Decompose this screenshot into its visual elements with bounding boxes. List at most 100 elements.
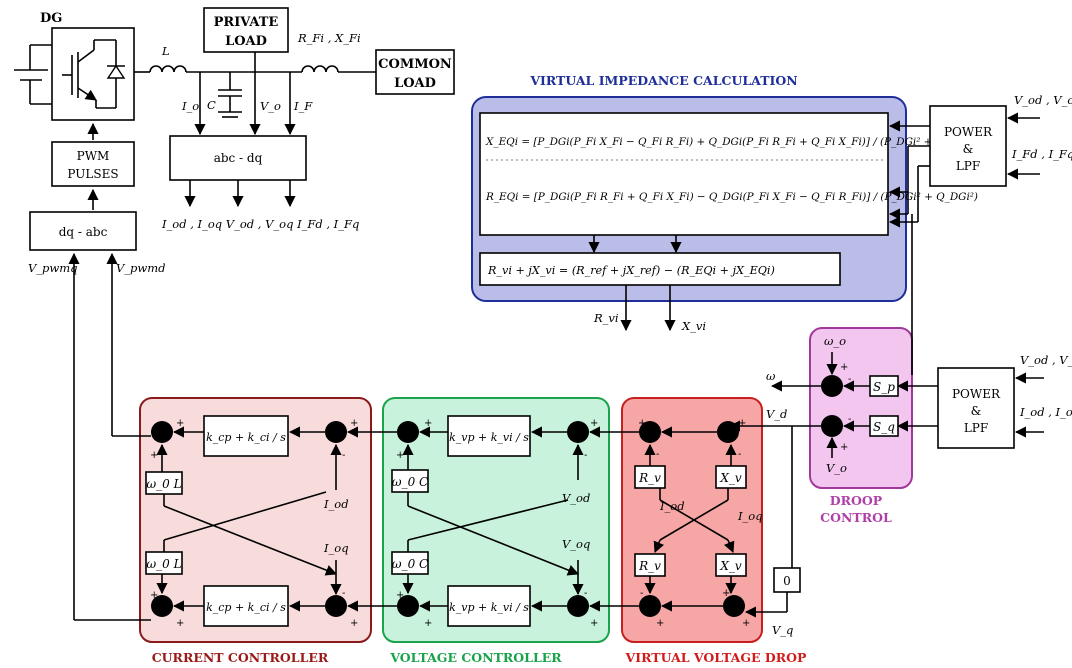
cc-pi-block-q <box>203 585 289 627</box>
rv-top-label: R_v <box>638 471 661 485</box>
cc-ioq-label: I_oq <box>323 541 349 555</box>
svg-text:+: + <box>350 418 358 429</box>
svg-text:-: - <box>848 414 851 425</box>
abc-dq-block <box>169 135 307 181</box>
svg-text:-: - <box>342 588 345 599</box>
sp-label: S_p <box>873 380 895 394</box>
svg-text:+: + <box>638 418 646 429</box>
zero-label: 0 <box>783 574 791 588</box>
vc-w0c-bottom-label: ω_0 C <box>392 557 428 571</box>
svg-text:-: - <box>738 449 741 460</box>
svg-text:-: - <box>640 588 643 599</box>
req-equation: R_EQi = [P_DGi(P_Fi R_Fi + Q_Fi X_Fi) − … <box>485 191 978 203</box>
io-label: I_o <box>181 99 199 113</box>
power-lpf-top-line2: & <box>963 142 974 156</box>
vc-w0c-top-label: ω_0 C <box>392 475 428 489</box>
svg-text:+: + <box>350 618 358 629</box>
vc-vod-label: V_od <box>562 491 590 505</box>
measurement-outputs: I_od , I_oq V_od , V_oq I_Fd , I_Fq <box>161 217 359 231</box>
abc-dq-label: abc - dq <box>214 151 263 165</box>
vvd-ioq-label: I_oq <box>737 509 763 523</box>
virtual-impedance-title: VIRTUAL IMPEDANCE CALCULATION <box>529 73 797 88</box>
svg-text:+: + <box>396 590 404 601</box>
dq-abc-label: dq - abc <box>59 225 108 239</box>
svg-text:+: + <box>150 590 158 601</box>
rv-equation: R_vi + jX_vi = (R_ref + jX_ref) − (R_EQi… <box>487 264 775 277</box>
cc-sum-d-right <box>325 421 347 443</box>
xv-top-label: X_v <box>719 471 742 485</box>
svg-text:+: + <box>424 618 432 629</box>
common-load-line2: LOAD <box>394 76 436 91</box>
capacitor-c-icon <box>218 89 242 118</box>
vc-pi-label-q: k_vp + k_vi / s <box>449 601 529 614</box>
vc-voq-label: V_oq <box>562 537 590 551</box>
rfxf-label: R_Fi , X_Fi <box>297 31 361 45</box>
power-lpf-top-line1: POWER <box>944 125 993 139</box>
common-load-box <box>375 49 455 95</box>
cc-iod-label: I_od <box>323 497 349 511</box>
vo-label: V_o <box>260 99 281 113</box>
cc-sum-d-left <box>151 421 173 443</box>
vc-sum-d-left <box>397 421 419 443</box>
power-top-input-i: I_Fd , I_Fq <box>1011 147 1072 161</box>
xeq-equation: X_EQi = [P_DGi(P_Fi X_Fi − Q_Fi R_Fi) + … <box>485 136 978 148</box>
inductor-l-icon <box>149 65 187 73</box>
omega-o-label: ω_o <box>824 334 846 348</box>
vc-pi-block-d <box>447 415 531 457</box>
vq-label: V_q <box>772 623 793 637</box>
cc-pi-label-q: k_cp + k_ci / s <box>206 601 286 614</box>
rv-output-label: R_vi <box>593 311 619 325</box>
vpwmd-label: V_pwmd <box>116 261 166 275</box>
dq-abc-block <box>29 211 137 251</box>
rv-bottom-label: R_v <box>638 559 661 573</box>
line-impedance-icon <box>301 65 339 73</box>
inverter-icon <box>51 27 135 121</box>
power-lpf-bottom-line1: POWER <box>952 387 1001 401</box>
omega-output-label: ω <box>766 369 776 383</box>
droop-sum-voltage <box>821 415 843 437</box>
power-top-input-v: V_od , V_oq <box>1014 93 1072 107</box>
svg-text:-: - <box>342 450 345 461</box>
svg-text:+: + <box>656 618 664 629</box>
vd-label: V_d <box>766 407 787 421</box>
svg-text:+: + <box>176 618 184 629</box>
cc-pi-label-d: k_cp + k_ci / s <box>206 431 286 444</box>
dg-label: DG <box>40 11 62 26</box>
private-load-box <box>203 7 289 53</box>
svg-text:-: - <box>584 450 587 461</box>
current-controller-title: CURRENT CONTROLLER <box>152 650 329 665</box>
svg-text:-: - <box>656 449 659 460</box>
inductor-l-label: L <box>161 44 170 58</box>
cc-w0l-bottom-label: ω_0 L <box>146 557 181 571</box>
svg-text:+: + <box>150 450 158 461</box>
svg-text:+: + <box>424 418 432 429</box>
virtual-voltage-drop-region <box>621 397 763 643</box>
svg-text:+: + <box>176 418 184 429</box>
svg-text:+: + <box>590 618 598 629</box>
virtual-voltage-drop-title: VIRTUAL VOLTAGE DROP <box>625 650 807 665</box>
voltage-controller-title: VOLTAGE CONTROLLER <box>389 650 562 665</box>
dc-source-icon <box>14 44 52 105</box>
vvd-sum-d-right <box>717 421 739 443</box>
vc-pi-label-d: k_vp + k_vi / s <box>449 431 529 444</box>
if-label: I_F <box>293 99 313 113</box>
virtual-impedance-box <box>479 252 841 286</box>
svg-text:-: - <box>848 374 851 385</box>
vpwmq-label: V_pwmq <box>28 261 78 275</box>
power-bottom-input-v: V_od , V_oq <box>1020 353 1072 367</box>
pwm-pulses-block <box>51 141 135 187</box>
svg-text:+: + <box>840 442 848 453</box>
power-lpf-top-line3: LPF <box>956 159 980 173</box>
voltage-controller-region <box>382 397 610 643</box>
svg-text:+: + <box>590 418 598 429</box>
svg-text:+: + <box>738 418 746 429</box>
power-lpf-bottom-line3: LPF <box>964 421 988 435</box>
svg-text:+: + <box>722 588 730 599</box>
svg-text:-: - <box>584 588 587 599</box>
xv-bottom-label: X_v <box>719 559 742 573</box>
private-load-line1: PRIVATE <box>214 15 279 30</box>
vvd-iod-label: I_od <box>659 499 685 513</box>
equivalent-impedance-box <box>479 112 889 236</box>
droop-title-line2: CONTROL <box>820 510 892 525</box>
